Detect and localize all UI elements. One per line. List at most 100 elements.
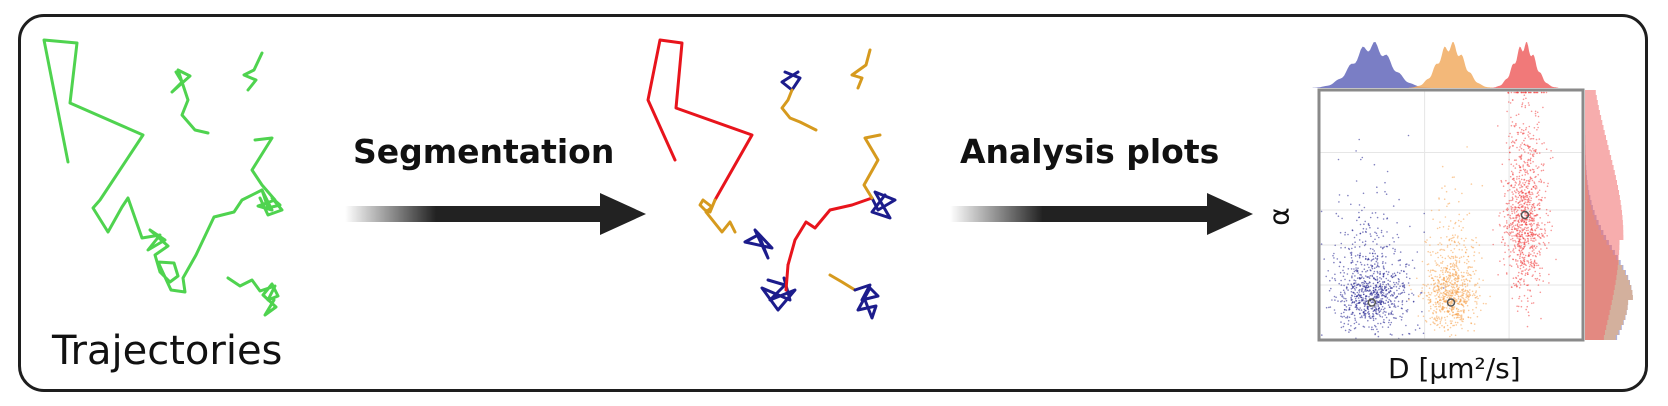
scatter-point <box>1515 277 1518 280</box>
scatter-point <box>1438 288 1440 291</box>
scatter-point <box>1457 297 1460 300</box>
scatter-point <box>1517 235 1519 238</box>
scatter-point <box>1451 264 1454 266</box>
scatter-point <box>1459 295 1462 298</box>
scatter-point <box>1514 224 1517 227</box>
scatter-point <box>1443 300 1446 302</box>
scatter-point <box>1452 251 1454 254</box>
scatter-point <box>1527 201 1530 203</box>
scatter-point <box>1511 199 1514 201</box>
scatter-point <box>1333 295 1336 298</box>
scatter-point <box>1356 302 1358 305</box>
scatter-point <box>1441 305 1444 308</box>
scatter-point <box>1506 110 1508 113</box>
scatter-point <box>1329 306 1332 308</box>
scatter-point <box>1385 289 1387 292</box>
scatter-point <box>1474 300 1476 303</box>
scatter-point <box>1396 222 1398 224</box>
scatter-point <box>1518 245 1520 248</box>
scatter-point <box>1351 294 1353 297</box>
scatter-point <box>1540 180 1543 182</box>
scatter-point <box>1536 214 1539 216</box>
scatter-point <box>1344 256 1346 259</box>
scatter-point <box>1523 94 1526 96</box>
scatter-point <box>1475 290 1477 292</box>
scatter-point <box>1456 316 1458 319</box>
scatter-point <box>1365 285 1368 287</box>
scatter-point <box>1367 284 1369 287</box>
scatter-point <box>1445 307 1448 309</box>
scatter-point <box>1528 193 1531 195</box>
scatter-point <box>1531 137 1533 140</box>
scatter-point <box>1372 240 1374 243</box>
scatter-point <box>1457 241 1460 243</box>
scatter-point <box>1393 300 1396 302</box>
scatter-point <box>1522 123 1525 125</box>
scatter-point <box>1534 206 1536 209</box>
scatter-point <box>1530 212 1533 215</box>
scatter-point <box>1429 251 1431 254</box>
scatter-point <box>1425 285 1428 287</box>
scatter-point <box>1362 325 1365 328</box>
scatter-point <box>1356 277 1359 280</box>
scatter-point <box>1529 223 1532 226</box>
scatter-point <box>1369 285 1372 288</box>
scatter-point <box>1524 161 1526 164</box>
scatter-point <box>1356 260 1359 263</box>
scatter-point <box>1525 196 1528 198</box>
scatter-point <box>1342 265 1345 268</box>
scatter-point <box>1536 245 1538 248</box>
right-histogram-bar <box>1585 240 1620 245</box>
scatter-point <box>1359 296 1362 298</box>
scatter-point <box>1502 258 1505 260</box>
scatter-point <box>1509 151 1511 154</box>
scatter-point <box>1344 246 1346 249</box>
scatter-point <box>1382 281 1384 283</box>
scatter-point <box>1364 314 1367 317</box>
scatter-point <box>1365 270 1367 273</box>
scatter-point <box>1436 263 1439 266</box>
scatter-point <box>1383 268 1385 270</box>
scatter-point <box>1438 294 1441 296</box>
scatter-point <box>1361 241 1364 243</box>
scatter-point <box>1358 323 1360 326</box>
scatter-point <box>1481 257 1483 259</box>
plot-border <box>1317 88 1585 342</box>
scatter-point <box>1514 228 1516 230</box>
trajectories-label: Trajectories <box>52 328 283 374</box>
scatter-point <box>1394 297 1397 299</box>
scatter-point <box>1379 277 1381 279</box>
right-histogram-bar <box>1585 210 1622 215</box>
segmentation-label: Segmentation <box>353 132 615 171</box>
right-histogram-bar <box>1585 325 1607 330</box>
scatter-point <box>1523 143 1526 146</box>
scatter-point <box>1461 291 1463 294</box>
scatter-point <box>1364 258 1367 260</box>
scatter-point <box>1525 221 1527 223</box>
scatter-point <box>1508 135 1510 138</box>
scatter-point <box>1523 260 1526 263</box>
scatter-point <box>1377 309 1380 312</box>
scatter-point <box>1468 293 1471 296</box>
right-histogram-bar <box>1585 195 1620 200</box>
scatter-point <box>1531 153 1534 156</box>
scatter-point <box>1376 293 1378 295</box>
scatter-point <box>1534 277 1537 280</box>
scatter-point <box>1538 233 1541 235</box>
scatter-point <box>1459 291 1461 293</box>
scatter-point <box>1454 234 1457 236</box>
scatter-point <box>1376 297 1379 299</box>
scatter-point <box>1450 285 1453 288</box>
scatter-point <box>1522 196 1524 198</box>
scatter-point <box>1509 146 1511 148</box>
scatter-point <box>1536 264 1538 267</box>
scatter-point <box>1476 315 1479 318</box>
scatter-point <box>1354 255 1357 257</box>
scatter-point <box>1451 286 1454 289</box>
segment-fast-3 <box>784 263 790 292</box>
scatter-point <box>1528 180 1531 182</box>
scatter-point <box>1387 271 1390 273</box>
scatter-point <box>1423 231 1425 233</box>
scatter-point <box>1363 303 1366 306</box>
right-histogram-bar <box>1585 330 1605 335</box>
